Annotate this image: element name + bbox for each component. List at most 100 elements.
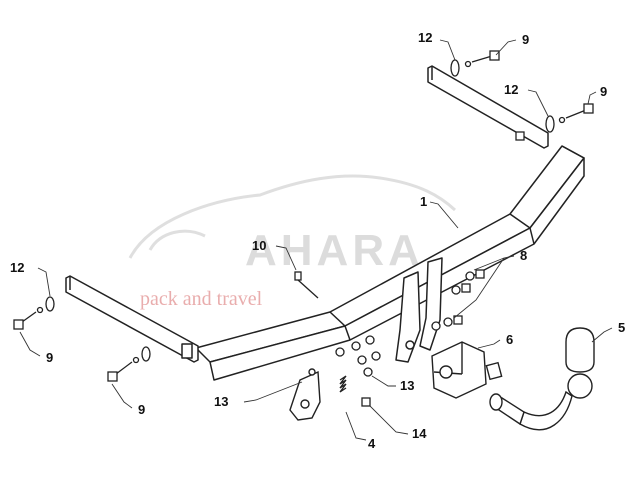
spring-coil — [339, 375, 347, 393]
watermark: AHARA pack and travel — [128, 174, 457, 310]
bolt-9-top-shank — [471, 55, 493, 63]
socket-lid — [485, 361, 503, 381]
callout-13-left: 13 — [214, 394, 228, 409]
nut-14 — [361, 397, 371, 407]
bolt-9-top-head — [489, 50, 500, 61]
leader-13a — [243, 381, 303, 403]
leader-lines — [19, 39, 613, 441]
tow-neck-stem — [495, 397, 525, 426]
washer-lower-left — [141, 346, 151, 362]
washer-lower-2 — [351, 341, 361, 351]
callout-9-top: 9 — [522, 32, 529, 47]
washer-lower-4 — [357, 355, 367, 365]
washer-lower-5 — [371, 351, 381, 361]
bolt-9-lower-shank — [115, 361, 133, 375]
crossbar — [65, 65, 585, 381]
callout-numbers: 12 9 12 9 1 10 8 12 9 9 6 5 13 13 4 14 — [10, 30, 625, 451]
spring-bolt — [339, 375, 347, 393]
bracket-hole — [405, 340, 415, 350]
socket-mount-boss — [439, 365, 453, 379]
bar-segment-line-2 — [344, 325, 351, 341]
bolt-9-right-shank — [565, 109, 587, 119]
leader-9d — [111, 383, 133, 409]
leader-9a — [495, 39, 517, 56]
bar-segment-line-4 — [529, 227, 535, 245]
tow-ball — [567, 373, 593, 399]
tow-ball-assembly — [489, 327, 595, 431]
bolt-10-shank — [297, 279, 319, 299]
leader-9b — [587, 91, 597, 105]
callout-10: 10 — [252, 238, 266, 253]
callout-12-right: 12 — [504, 82, 518, 97]
callout-13-right: 13 — [400, 378, 414, 393]
leader-5 — [591, 327, 613, 343]
callout-9-left: 9 — [46, 350, 53, 365]
nut-8b — [461, 283, 471, 293]
bar-segment-line-5 — [561, 145, 585, 159]
callout-9-right: 9 — [600, 84, 607, 99]
washer-8d — [431, 321, 441, 331]
watermark-car-wheel-arc — [148, 229, 206, 251]
nut-8c — [453, 315, 463, 325]
left-plate-bracket — [181, 343, 193, 359]
bolt-9-right-head — [583, 103, 594, 114]
washer-9-lower — [132, 356, 140, 364]
watermark-tagline: pack and travel — [140, 288, 263, 310]
callout-4: 4 — [368, 436, 376, 451]
leader-1 — [429, 201, 459, 229]
callout-5: 5 — [618, 320, 625, 335]
leader-12b — [527, 89, 549, 117]
bolt-9-left-shank — [21, 311, 37, 323]
bar-segment-line-3 — [509, 213, 531, 229]
washer-lower-3 — [365, 335, 375, 345]
right-mounting-plate — [427, 65, 549, 149]
washer-12-right — [545, 115, 555, 133]
fasteners — [13, 50, 594, 407]
watermark-car-outline — [128, 174, 457, 259]
socket-plate-nut — [308, 368, 316, 376]
washer-8c — [443, 317, 453, 327]
watermark-brand: AHARA — [245, 226, 424, 275]
callout-12-left: 12 — [10, 260, 24, 275]
washer-9-left — [36, 306, 44, 314]
electrical-socket — [431, 341, 503, 399]
bolt-10-head — [294, 271, 302, 281]
callout-6: 6 — [506, 332, 513, 347]
washer-9-right — [558, 116, 566, 124]
washer-9-top — [464, 60, 472, 68]
callout-9-lower: 9 — [138, 402, 145, 417]
callout-14: 14 — [412, 426, 427, 441]
washer-lower-1 — [335, 347, 345, 357]
nut-8a — [475, 269, 485, 279]
washer-8a — [465, 271, 475, 281]
socket-plate-body — [289, 370, 321, 421]
washer-8b — [451, 285, 461, 295]
leader-9c — [19, 331, 41, 357]
washer-12-left — [45, 296, 55, 312]
neck-plug-end — [489, 393, 503, 411]
tow-ball-cover — [565, 327, 595, 373]
socket-plate — [289, 368, 321, 421]
washer-12-top — [450, 59, 460, 77]
bar-segment-line-1 — [329, 311, 346, 327]
leader-6 — [477, 339, 501, 349]
nut-right-plate — [515, 131, 525, 141]
ball-mount-bracket — [395, 271, 421, 363]
leader-4 — [345, 411, 367, 441]
callout-1: 1 — [420, 194, 427, 209]
bolt-9-lower-head — [107, 371, 118, 382]
leader-8b — [453, 257, 505, 319]
washer-13 — [363, 367, 373, 377]
leader-13b — [371, 375, 396, 387]
callout-12-top: 12 — [418, 30, 432, 45]
socket-plate-hole — [300, 399, 310, 409]
leader-10 — [275, 245, 297, 271]
bolt-9-left-head — [13, 319, 24, 330]
tow-neck — [519, 390, 573, 431]
leader-14 — [369, 405, 409, 435]
leader-12a — [439, 39, 456, 61]
callout-8: 8 — [520, 248, 527, 263]
leader-12c — [37, 267, 51, 297]
